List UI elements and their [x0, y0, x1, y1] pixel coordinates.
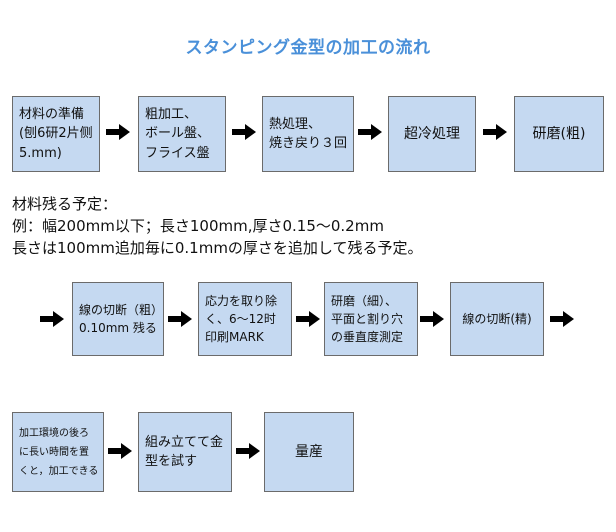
step-cryogenic-treatment: 超冷処理	[388, 96, 476, 172]
step-line: 印刷MARK	[205, 330, 264, 344]
step-line: 加工環境の後ろ	[19, 427, 89, 439]
step-line: ボール盤、	[145, 126, 211, 142]
step-rough-machining: 粗加工、 ボール盤、 フライス盤	[138, 96, 226, 172]
step-line: 応力を取り除	[205, 294, 278, 308]
allowance-note-heading: 材料残る予定：	[12, 195, 118, 213]
step-line: 焼き戻り３回	[269, 136, 348, 151]
step-line: 線の切断(精)	[462, 312, 532, 326]
arrow-right-icon	[358, 124, 382, 140]
step-stress-relief: 応力を取り除 く、6～12时 印刷MARK	[198, 282, 292, 356]
step-line: 研磨(粗)	[532, 125, 586, 142]
step-line: 線の切断（粗）	[79, 303, 164, 317]
step-aging-environment: 加工環境の後ろ に長い時間を置 くと，加工できる	[12, 412, 104, 492]
step-line: 組み立てて金	[145, 434, 224, 450]
step-line: フライス盤	[145, 145, 210, 161]
step-assembly-trial: 組み立てて金 型を試す	[138, 412, 232, 492]
step-line: の垂直度測定	[331, 330, 404, 344]
step-line: くと，加工できる	[19, 465, 99, 477]
arrow-right-icon	[550, 311, 574, 327]
step-line: 平面と割り穴	[331, 312, 404, 326]
step-fine-wire-cutting: 線の切断(精)	[450, 282, 544, 356]
allowance-note-rule: 長さは100mm追加毎に0.1mmの厚さを追加して残る予定。	[12, 239, 423, 257]
arrow-right-icon	[106, 124, 130, 140]
step-line: 材料の準備	[19, 106, 85, 122]
allowance-note-example: 例：幅200mm以下；長さ100mm,厚さ0.15～0.2mm	[12, 217, 384, 235]
step-rough-wire-cutting: 線の切断（粗） 0.10mm 残る	[72, 282, 164, 356]
step-rough-grinding: 研磨(粗)	[514, 96, 604, 172]
step-line: 粗加工、	[145, 106, 198, 122]
step-material-prep: 材料の準備 (刨6研2片侧 5.mm)	[12, 96, 100, 172]
arrow-right-icon	[420, 311, 444, 327]
arrow-right-icon	[108, 443, 132, 459]
step-heat-treatment: 熱処理、 焼き戻り３回	[262, 96, 354, 172]
arrow-right-icon	[236, 443, 260, 459]
arrow-right-icon	[232, 124, 256, 140]
step-line: 超冷処理	[404, 125, 460, 142]
step-line: く、6～12时	[205, 312, 276, 326]
step-line: 熱処理、	[269, 116, 322, 132]
step-line: に長い時間を置	[19, 446, 89, 458]
step-line: (刨6研2片侧	[19, 126, 93, 142]
step-mass-production: 量産	[264, 412, 354, 492]
arrow-right-icon	[40, 311, 64, 327]
step-line: 0.10mm 残る	[79, 321, 157, 335]
step-line: 量産	[295, 443, 323, 460]
diagram-title: スタンピング金型の加工の流れ	[185, 38, 431, 58]
arrow-right-icon	[483, 124, 507, 140]
step-line: 5.mm)	[19, 145, 62, 161]
step-line: 研磨（細）、	[331, 294, 398, 308]
arrow-right-icon	[168, 311, 192, 327]
arrow-right-icon	[296, 311, 320, 327]
step-fine-grinding: 研磨（細）、 平面と割り穴 の垂直度測定	[324, 282, 418, 356]
step-line: 型を試す	[145, 454, 198, 469]
